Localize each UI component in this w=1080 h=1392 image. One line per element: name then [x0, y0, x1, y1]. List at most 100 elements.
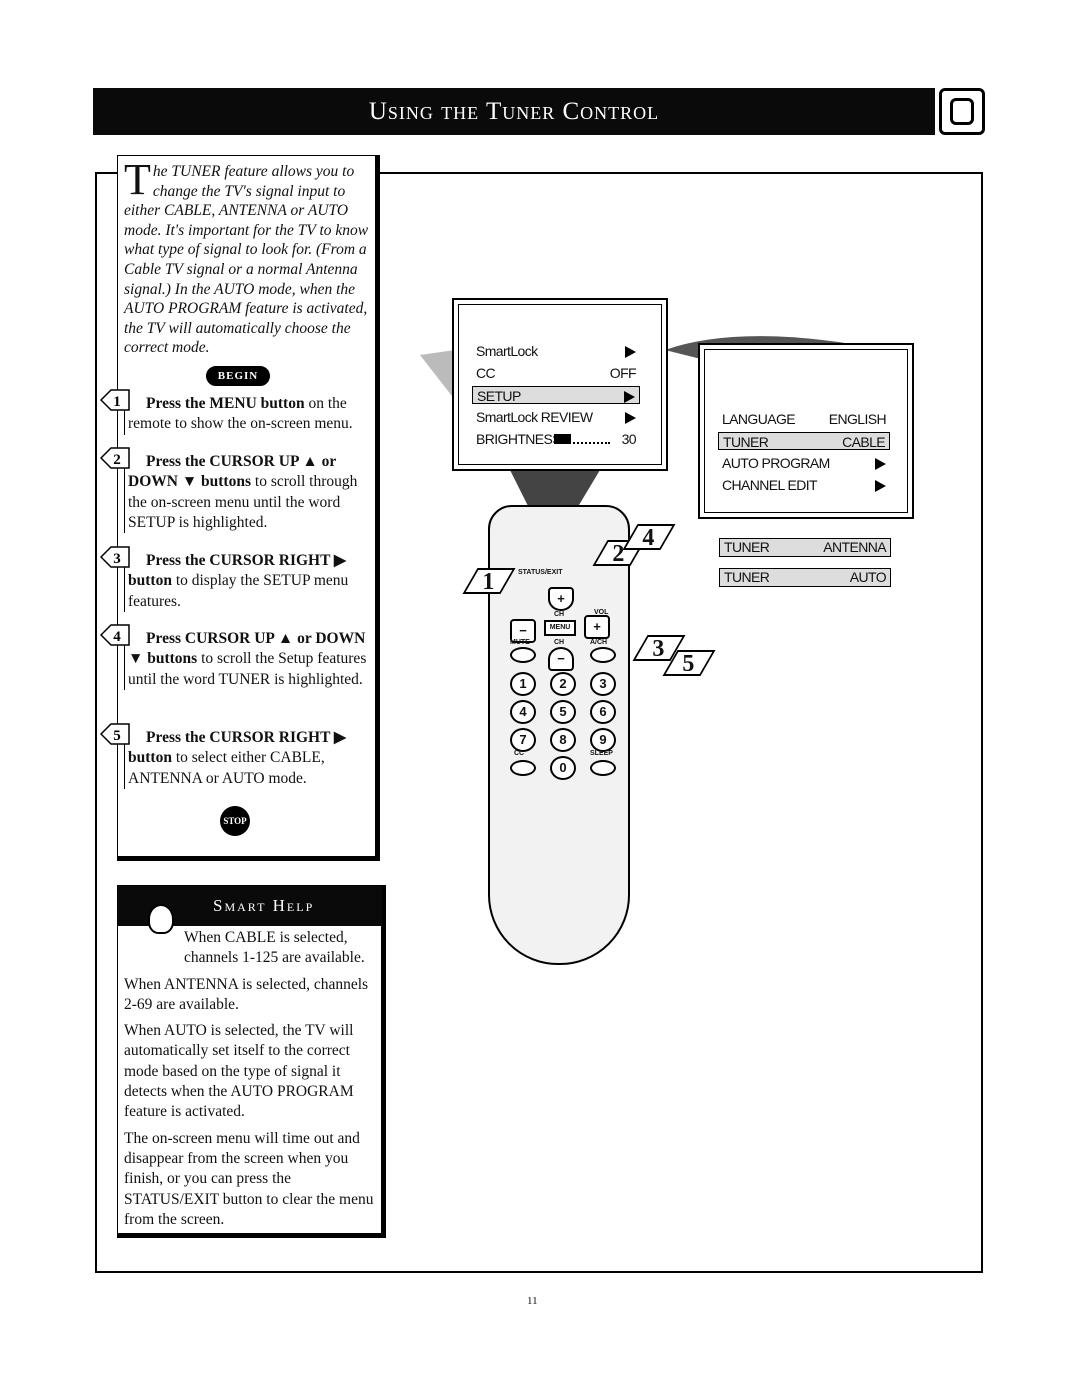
menu-item-value: ▶ — [875, 476, 886, 494]
help-paragraph: When AUTO is selected, the TV will autom… — [124, 1022, 354, 1121]
drop-cap: T — [124, 155, 151, 204]
digit-2-button[interactable]: 2 — [550, 672, 576, 696]
ach-label: A/CH — [590, 639, 608, 646]
ch-label: CH — [554, 611, 565, 618]
menu-item-value: ▶ — [875, 454, 886, 472]
smart-help-body: When CABLE is selected, channels 1-125 a… — [124, 928, 376, 1236]
page-number: 11 — [527, 1295, 538, 1307]
menu-item-value: CABLE — [842, 434, 886, 450]
smart-help-header: Smart Help — [118, 886, 382, 934]
step-number-arrow-icon: 5 — [100, 723, 130, 745]
step-number-arrow-icon: 3 — [100, 546, 130, 568]
stop-sign-icon: STOP — [220, 806, 250, 836]
svg-text:1: 1 — [113, 394, 121, 410]
digit-7-button[interactable]: 7 — [510, 728, 536, 752]
digit-9-button[interactable]: 9 — [590, 728, 616, 752]
menu-item-value: ▶ — [625, 408, 636, 426]
mute-label: MUTE — [510, 639, 530, 646]
menu-item[interactable]: CHANNEL EDIT▶ — [718, 476, 890, 494]
arrow-right-icon — [624, 391, 635, 404]
tuner-option: TUNER AUTO — [719, 568, 891, 587]
step-number-arrow-icon: 1 — [100, 389, 130, 411]
menu-item-value: ▶ — [624, 387, 635, 405]
cc-button[interactable] — [510, 760, 536, 776]
ch-label: CH — [554, 639, 565, 646]
digit-4-button[interactable]: 4 — [510, 700, 536, 724]
help-paragraph: When CABLE is selected, channels 1-125 a… — [184, 929, 365, 967]
ch-up-button: + — [548, 587, 574, 611]
smart-help-title: Smart Help — [213, 896, 315, 915]
svg-text:4: 4 — [113, 629, 121, 645]
menu-item-value: OFF — [609, 365, 637, 381]
digit-3-button[interactable]: 3 — [590, 672, 616, 696]
content-frame — [95, 172, 983, 1273]
arrow-right-icon — [875, 458, 886, 471]
instruction-step: 4 Press CURSOR UP ▲ or DOWN ▼ buttons to … — [100, 624, 370, 690]
step-bold-text: Press the CURSOR UP ▲ or DOWN ▼ buttons — [128, 453, 336, 491]
tuner-option: TUNER ANTENNA — [719, 538, 891, 557]
menu-item[interactable]: LANGUAGE ENGLISH — [718, 410, 890, 428]
sleep-button[interactable] — [590, 760, 616, 776]
menu-item-value: ▶ — [625, 342, 636, 360]
help-paragraph: The on-screen menu will time out and dis… — [124, 1129, 374, 1228]
step-bold-text: Press the MENU button — [146, 395, 305, 412]
cc-label: CC — [514, 750, 525, 757]
svg-text:5: 5 — [113, 728, 121, 744]
tuner-option-value: ANTENNA — [823, 539, 886, 555]
brightness-fill — [554, 434, 571, 444]
step-text: to scroll the Setup features until the w… — [128, 650, 367, 688]
digit-5-button[interactable]: 5 — [550, 700, 576, 724]
step-number-arrow-icon: 4 — [100, 624, 130, 646]
tuner-option-label: TUNER — [724, 539, 770, 555]
step-text: on the remote to show the on-screen menu… — [128, 395, 353, 433]
lightbulb-icon — [148, 904, 174, 934]
status-exit-label: STATUS/EXIT — [518, 569, 563, 576]
ach-button — [590, 647, 616, 663]
arrow-right-icon — [875, 480, 886, 493]
digit-6-button[interactable]: 6 — [590, 700, 616, 724]
step-number-arrow-icon: 2 — [100, 447, 130, 469]
page-title-banner: Using the Tuner Control — [93, 88, 935, 135]
step-bold-text: Press the CURSOR RIGHT ▶ button — [128, 552, 346, 590]
menu-item-label: SETUP — [477, 388, 521, 404]
menu-item[interactable]: TUNER CABLE — [718, 432, 890, 450]
tv-icon — [939, 88, 985, 135]
digit-1-button[interactable]: 1 — [510, 672, 536, 696]
tuner-option-label: TUNER — [724, 569, 770, 585]
menu-item-label: SmartLock REVIEW — [476, 409, 593, 425]
vol-down-button: − — [510, 619, 536, 643]
menu-item-label: BRIGHTNESS — [476, 431, 562, 447]
digit-0-button[interactable]: 0 — [550, 756, 576, 780]
digit-8-button[interactable]: 8 — [550, 728, 576, 752]
menu-item-label: TUNER — [723, 434, 769, 450]
menu-item-label: AUTO PROGRAM — [722, 455, 830, 471]
menu-item-label: LANGUAGE — [722, 411, 796, 427]
ch-down-button: − — [548, 647, 574, 671]
menu-item[interactable]: AUTO PROGRAM ▶ — [718, 454, 890, 472]
intro-paragraph: he TUNER feature allows you to change th… — [124, 163, 369, 357]
menu-item-label: SmartLock — [476, 343, 538, 359]
arrow-right-icon — [625, 412, 636, 425]
menu-item-value: ENGLISH — [828, 411, 887, 427]
help-paragraph: When ANTENNA is selected, channels 2-69 … — [124, 975, 369, 1013]
tuner-option-value: AUTO — [849, 569, 887, 585]
menu-item[interactable]: SmartLock ▶ — [472, 342, 640, 360]
page-title: Using the Tuner Control — [368, 98, 660, 125]
vol-up-button: + — [584, 615, 610, 639]
step-text: to select either CABLE, ANTENNA or AUTO … — [128, 749, 325, 787]
mute-button — [510, 647, 536, 663]
menu-item[interactable]: SETUP ▶ — [472, 386, 640, 404]
step-text: to scroll through the on-screen menu unt… — [128, 473, 358, 531]
brightness-slider[interactable] — [554, 434, 610, 444]
menu-item[interactable]: SmartLock REVIEW ▶ — [472, 408, 640, 426]
step-bold-text: Press CURSOR UP ▲ or DOWN ▼ buttons — [128, 630, 366, 668]
arrow-right-icon — [625, 346, 636, 359]
